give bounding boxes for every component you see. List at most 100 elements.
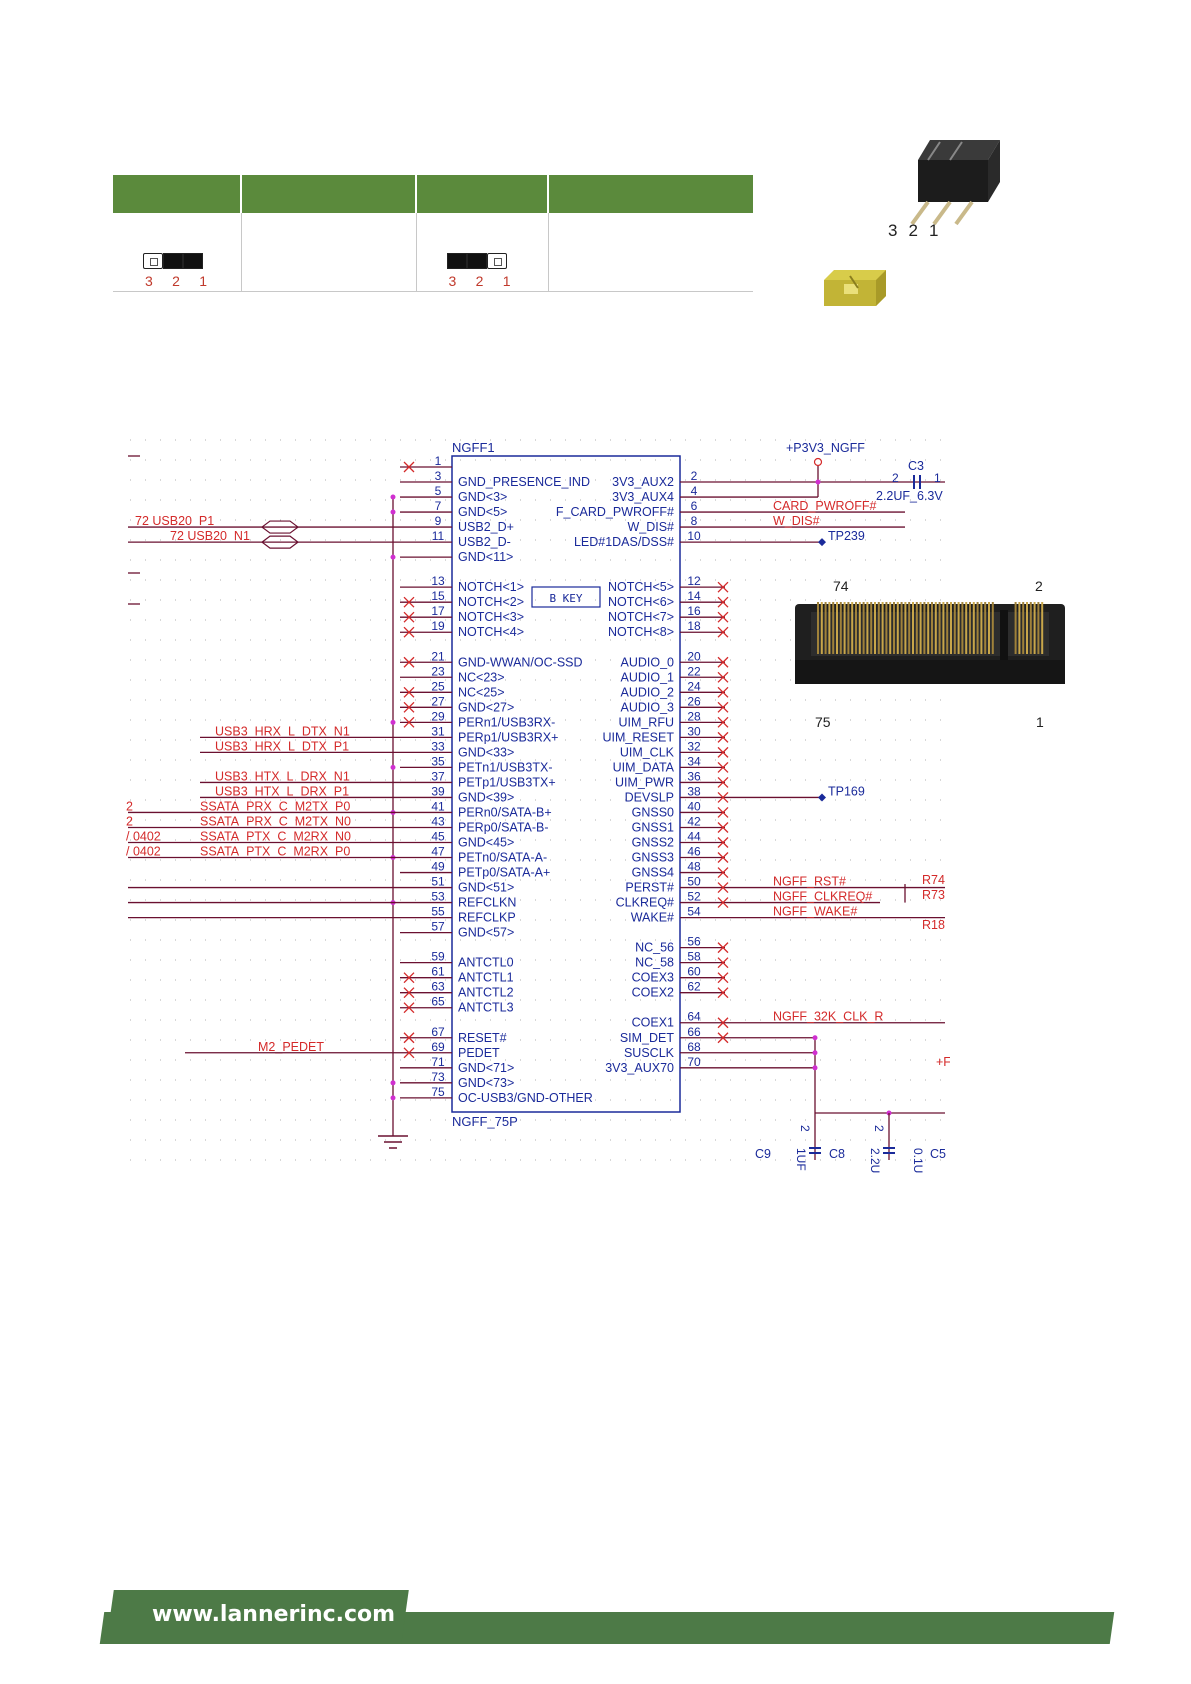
left-pin-name: PETp0/SATA-A+: [458, 866, 550, 880]
no-connect-mark: [403, 1032, 415, 1044]
slot-contact: [855, 602, 857, 654]
right-net-label: TP169: [828, 784, 865, 798]
no-connect-mark: [717, 746, 729, 758]
cap-pin: 2: [872, 1125, 886, 1132]
left-pin-name: GND<71>: [458, 1061, 514, 1075]
left-pin-number: 21: [431, 649, 445, 663]
table-header-cell: [547, 175, 753, 213]
right-net-label: NGFF_32K_CLK_R: [773, 1010, 883, 1024]
left-pin-name: ANTCTL3: [458, 1001, 514, 1015]
left-pin-name: NOTCH<4>: [458, 625, 524, 639]
left-pin-name: GND<27>: [458, 700, 514, 714]
slot-contact: [904, 602, 907, 654]
right-pin-name: NOTCH<7>: [608, 610, 674, 624]
left-pin-number: 29: [431, 709, 445, 723]
right-pin-name: COEX2: [632, 986, 674, 1000]
left-pin-number: 73: [431, 1070, 445, 1084]
left-pin-number: 33: [431, 739, 445, 753]
left-pin-number: 35: [431, 754, 445, 768]
left-pin-name: GND_PRESENCE_IND: [458, 475, 590, 489]
left-net-label: 2: [126, 814, 133, 828]
left-net-label: / 0402: [126, 830, 161, 844]
slot-contact: [874, 602, 876, 654]
jumper-setting-cell: 3 2 1: [415, 213, 548, 292]
slot-contact: [896, 602, 899, 654]
capacitor-icon: [913, 475, 921, 490]
pin-header-illustration: [910, 140, 1000, 226]
right-pin-number: 60: [687, 965, 701, 979]
left-pin-number: 23: [431, 664, 445, 678]
right-pin-number: 18: [687, 619, 701, 633]
right-pin-name: UIM_RFU: [618, 715, 674, 729]
slot-contact: [1029, 602, 1032, 654]
slot-contact: [957, 602, 960, 654]
left-pin-name: GND<57>: [458, 926, 514, 940]
jumper-description-cell: [547, 213, 753, 292]
left-pin-number: 11: [432, 529, 445, 543]
no-connect-mark: [403, 972, 415, 984]
right-pin-name: AUDIO_2: [621, 685, 675, 699]
right-pin-name: UIM_CLK: [620, 745, 675, 759]
right-pin-number: 38: [687, 784, 701, 798]
left-net-label: 2: [126, 799, 133, 813]
slot-contact: [934, 602, 937, 654]
left-net-label: USB3_HRX_L_DTX_P1: [215, 739, 349, 753]
no-connect-mark: [717, 882, 729, 894]
right-pin-name: GNSS4: [632, 866, 674, 880]
right-pin-number: 58: [687, 950, 701, 964]
power-net-label: +P3V3_NGFF: [786, 441, 865, 455]
slot-label-2: 2: [1035, 578, 1043, 594]
left-pin-name: NC<23>: [458, 670, 505, 684]
bus-entry-icon: [261, 520, 299, 534]
slot-contact: [843, 602, 846, 654]
right-pin-number: 68: [687, 1040, 701, 1054]
slot-contact: [946, 602, 949, 654]
right-pin-number: 8: [691, 514, 698, 528]
b-key-box: [531, 586, 601, 608]
slot-contact: [953, 602, 956, 654]
jumper-description-cell: [240, 213, 416, 292]
right-net-label: R73: [922, 888, 945, 902]
footer-url: www.lannerinc.com: [152, 1602, 396, 1627]
left-pin-name: REFCLKP: [458, 911, 516, 925]
left-pin-number: 37: [431, 769, 445, 783]
right-pin-number: 54: [687, 905, 701, 919]
slot-contact: [931, 602, 933, 654]
right-pin-number: 20: [687, 649, 701, 663]
slot-contact: [961, 602, 964, 654]
left-pin-name: PERp1/USB3RX+: [458, 730, 558, 744]
right-pin-number: 48: [687, 860, 701, 874]
right-pin-name: SIM_DET: [620, 1031, 675, 1045]
junction-dot: [390, 554, 396, 560]
symbol-part: NGFF_75P: [452, 1114, 518, 1129]
slot-contact: [950, 602, 952, 654]
right-pin-number: 34: [687, 754, 701, 768]
left-pin-number: 71: [431, 1055, 445, 1069]
left-pin-name: GND<3>: [458, 490, 507, 504]
left-pin-number: 13: [431, 574, 445, 588]
right-pin-name: NOTCH<8>: [608, 625, 674, 639]
left-pin-name: ANTCTL1: [458, 971, 514, 985]
slot-label-75: 75: [815, 714, 831, 730]
jumper-2-3-open-icon: [446, 253, 509, 271]
no-connect-mark: [403, 686, 415, 698]
left-pin-name: PERp0/SATA-B-: [458, 820, 549, 834]
junction-dot: [390, 719, 396, 725]
right-pin-name: COEX1: [632, 1016, 674, 1030]
right-pin-number: 22: [687, 664, 701, 678]
left-pin-name: NC<25>: [458, 685, 505, 699]
slot-contact: [1033, 602, 1036, 654]
jumper-pin-numbers: 3 2 1: [448, 273, 511, 289]
left-pin-name: GND<45>: [458, 836, 514, 850]
bus-entry-icon: [261, 535, 299, 549]
right-net-label: R74: [922, 873, 945, 887]
left-pin-name: NOTCH<1>: [458, 580, 524, 594]
ground-symbol: [378, 1135, 408, 1149]
slot-contact: [976, 602, 979, 654]
right-pin-number: 42: [687, 814, 701, 828]
no-connect-mark: [403, 1002, 415, 1014]
right-pin-number: 10: [687, 529, 701, 543]
slot-contact: [972, 602, 975, 654]
left-pin-number: 9: [435, 514, 442, 528]
cap-c3-pin: 1: [934, 471, 941, 485]
